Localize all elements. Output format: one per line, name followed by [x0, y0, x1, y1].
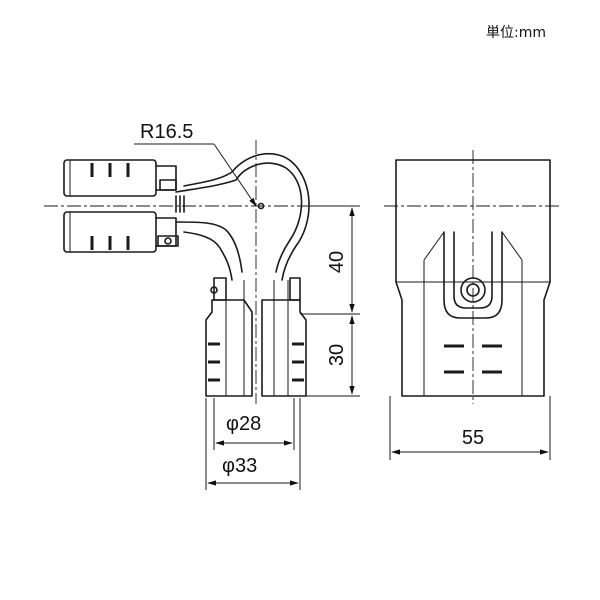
diameter-outer-label: φ33: [222, 455, 257, 477]
lower-sleeve: [63, 211, 179, 253]
diameter-inner-label: φ28: [226, 413, 261, 435]
height-lower-label: 30: [326, 344, 348, 366]
width-label: 55: [462, 427, 484, 449]
height-upper-label: 40: [326, 251, 348, 273]
diameter-dimensions: φ28 φ33: [205, 398, 301, 490]
vertical-sleeve-left: [205, 277, 253, 397]
front-view: [44, 140, 318, 404]
radius-label: R16.5: [140, 121, 193, 143]
height-dimensions: 40 30: [300, 205, 360, 397]
unit-label: 単位:mm: [486, 25, 546, 41]
elbow-ring: [175, 153, 310, 281]
clamp-plates: [175, 195, 185, 213]
vertical-sleeve-right: [261, 277, 307, 397]
upper-sleeve: [63, 159, 177, 197]
radius-dimension: R16.5: [134, 121, 257, 207]
width-dimension: 55: [389, 396, 551, 460]
side-view: [384, 150, 560, 404]
